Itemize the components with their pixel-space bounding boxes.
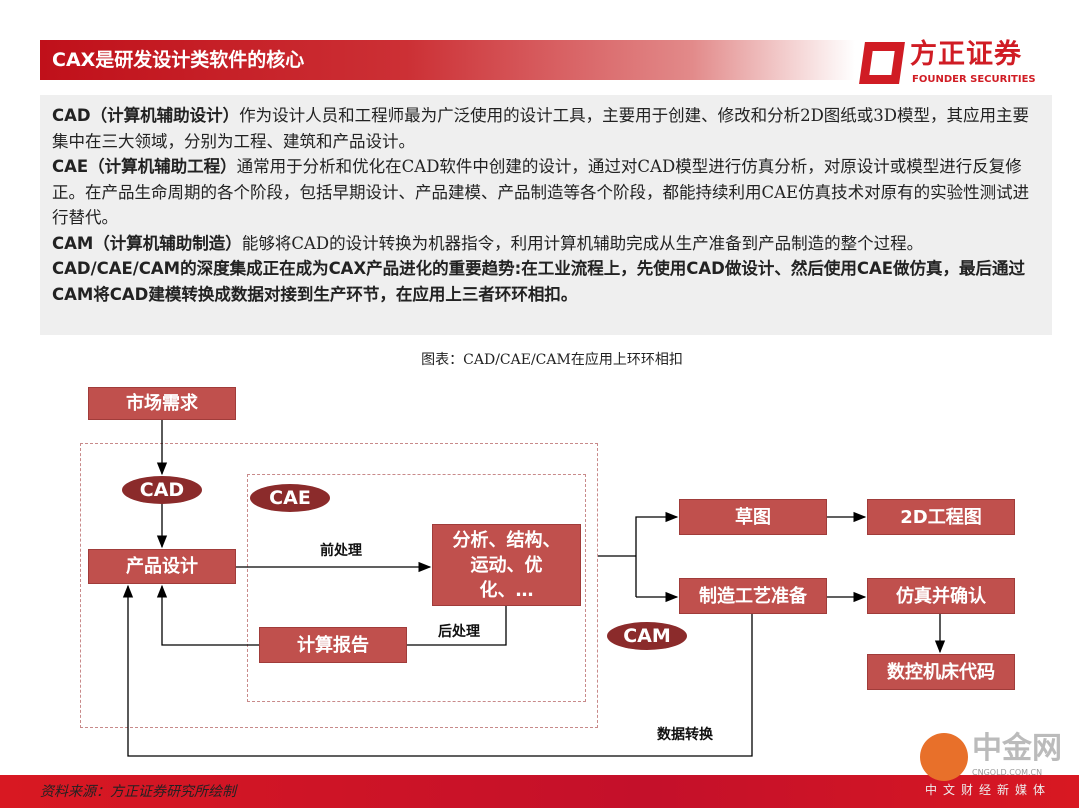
market-demand-box: 市场需求: [88, 387, 236, 420]
arrow-sketch: [635, 511, 679, 597]
simulate-box: 仿真并确认: [867, 578, 1015, 614]
para-text: 作为设计人员和工程师最为广泛使用的设计工具，主要用于创建、修改和分析2D图纸或3…: [52, 106, 1030, 151]
product-design-box: 产品设计: [88, 549, 236, 584]
para-heading: CAM（计算机辅助制造）: [52, 233, 242, 253]
nc-code-box: 数控机床代码: [867, 654, 1015, 690]
sketch-box: 草图: [679, 499, 827, 535]
cae-boundary: [247, 474, 586, 702]
2d-drawing-box: 2D工程图: [867, 499, 1015, 535]
para-heading: CAD（计算机辅助设计）: [52, 106, 240, 125]
arrow-convert: [122, 584, 753, 757]
watermark-name: 中金网: [972, 731, 1062, 766]
para-cam: CAM（计算机辅助制造）能够将CAD的设计转换为机器指令，利用计算机辅助完成从生…: [52, 231, 1040, 257]
founder-logo: 方正证券 FOUNDER SECURITIES: [859, 39, 1042, 88]
source-note: 资料来源：方正证券研究所绘制: [40, 784, 236, 800]
cae-label: CAE: [250, 484, 330, 512]
post-process-label: 后处理: [438, 624, 480, 640]
data-convert-label: 数据转换: [657, 727, 713, 743]
cngold-logo-icon: [920, 733, 968, 781]
para-text: 能够将CAD的设计转换为机器指令，利用计算机辅助完成从生产准备到产品制造的整个过…: [241, 233, 924, 253]
para-cae: CAE（计算机辅助工程）通常用于分析和优化在CAD软件中创建的设计，通过对CAD…: [52, 154, 1040, 231]
cad-cae-boundary: [80, 443, 598, 728]
watermark-slogan: 中文财经新媒体: [925, 783, 1052, 797]
footer-bar: 资料来源：方正证券研究所绘制: [0, 775, 1079, 808]
process-prep-box: 制造工艺准备: [679, 578, 827, 614]
header-bar: CAX是研发设计类软件的核心: [40, 40, 855, 80]
cad-label: CAD: [122, 476, 202, 504]
report-box: 计算报告: [259, 627, 407, 663]
para-cad: CAD（计算机辅助设计）作为设计人员和工程师最为广泛使用的设计工具，主要用于创建…: [52, 103, 1040, 154]
line-post: [407, 606, 507, 646]
arrow-report-product: [156, 584, 259, 646]
cngold-watermark: 中金网 CNGOLD.COM.CN 中文财经新媒体: [920, 733, 1079, 805]
page-title: CAX是研发设计类软件的核心: [52, 49, 305, 71]
figure-caption: 图表：CAD/CAE/CAM在应用上环环相扣: [421, 352, 683, 368]
analysis-box: 分析、结构、运动、优化、…: [432, 524, 581, 606]
logo-en: FOUNDER SECURITIES: [912, 74, 1036, 85]
pre-process-label: 前处理: [320, 543, 362, 559]
para-text: 通常用于分析和优化在CAD软件中创建的设计，通过对CAD模型进行仿真分析，对原设…: [52, 157, 1030, 227]
para-heading: CAE（计算机辅助工程）: [52, 157, 237, 176]
para-heading: CAD/CAE/CAM的深度集成正在成为CAX产品进化的重要趋势:在工业流程上，…: [52, 259, 1026, 304]
logo-cn: 方正证券: [910, 39, 1022, 70]
watermark-domain: CNGOLD.COM.CN: [972, 768, 1043, 777]
para-integration: CAD/CAE/CAM的深度集成正在成为CAX产品进化的重要趋势:在工业流程上，…: [52, 256, 1040, 307]
cam-label: CAM: [607, 622, 687, 650]
description-panel: CAD（计算机辅助设计）作为设计人员和工程师最为广泛使用的设计工具，主要用于创建…: [40, 95, 1052, 335]
